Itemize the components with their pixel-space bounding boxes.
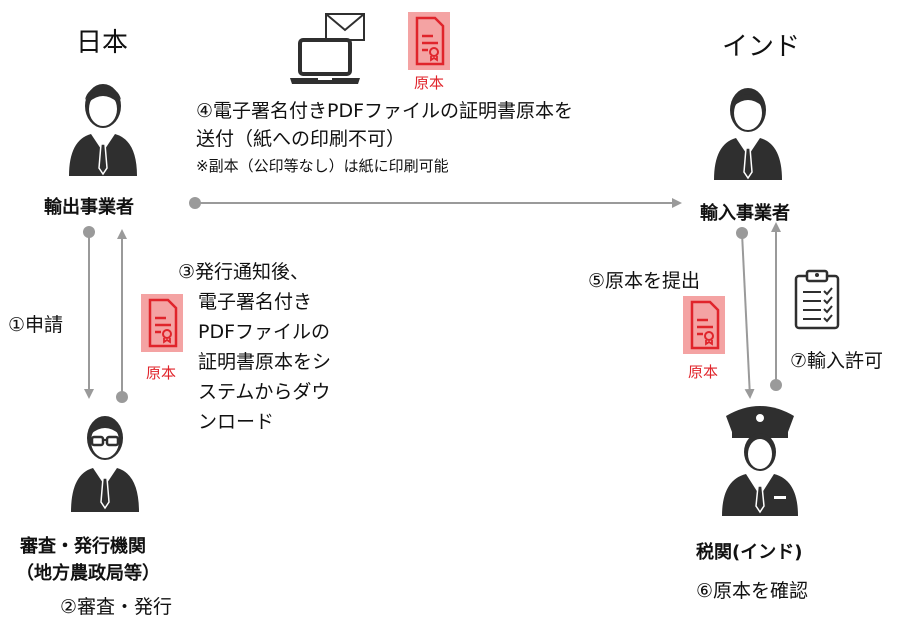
importer-person-icon bbox=[714, 88, 782, 180]
document-label-top: 原本 bbox=[414, 74, 445, 92]
exporter-label: 輸出事業者 bbox=[44, 197, 134, 218]
document-icon bbox=[408, 12, 450, 70]
step-3-text: ③発行通知後、 電子署名付き PDFファイルの 証明書原本をシ ステムからダウ … bbox=[178, 257, 331, 437]
authority-label-line1: 審査・発行機関 bbox=[20, 536, 146, 557]
document-icon bbox=[141, 294, 183, 352]
step-1-label: ①申請 bbox=[8, 314, 64, 336]
document-label-right: 原本 bbox=[688, 363, 719, 381]
laptop-icon bbox=[290, 13, 365, 84]
step-3-line3: PDFファイルの bbox=[198, 321, 331, 343]
flow-5-arrow bbox=[741, 232, 755, 399]
exporter-person-icon bbox=[69, 84, 137, 176]
step-6-label: ⑥原本を確認 bbox=[696, 580, 809, 602]
importer-label: 輸入事業者 bbox=[700, 203, 790, 224]
region-japan: 日本 bbox=[76, 28, 129, 58]
step-3-line5: ステムからダウ bbox=[198, 381, 331, 403]
region-india: インド bbox=[722, 32, 801, 62]
step-4-line1: ④電子署名付きPDFファイルの証明書原本を bbox=[196, 100, 574, 122]
step-3-line2: 電子署名付き bbox=[198, 291, 313, 313]
authority-person-icon bbox=[71, 416, 139, 512]
step-3-line4: 証明書原本をシ bbox=[198, 351, 332, 373]
document-label-left: 原本 bbox=[146, 364, 177, 382]
step-7-label: ⑦輸入許可 bbox=[790, 350, 884, 372]
step-3-line6: ンロード bbox=[198, 411, 275, 433]
step-3-line1: ③発行通知後、 bbox=[178, 261, 310, 283]
step-4-note: ※副本（公印等なし）は紙に印刷可能 bbox=[196, 157, 449, 175]
step-2-label: ②審査・発行 bbox=[60, 596, 173, 618]
document-icon bbox=[683, 296, 725, 354]
customs-label: 税関(インド) bbox=[696, 542, 803, 563]
step-5-label: ⑤原本を提出 bbox=[588, 270, 701, 292]
clipboard-icon bbox=[794, 269, 840, 330]
step-4-line2: 送付（紙への印刷不可） bbox=[196, 128, 406, 150]
authority-label-line2: （地方農政局等） bbox=[16, 563, 160, 584]
customs-officer-icon bbox=[722, 406, 798, 516]
